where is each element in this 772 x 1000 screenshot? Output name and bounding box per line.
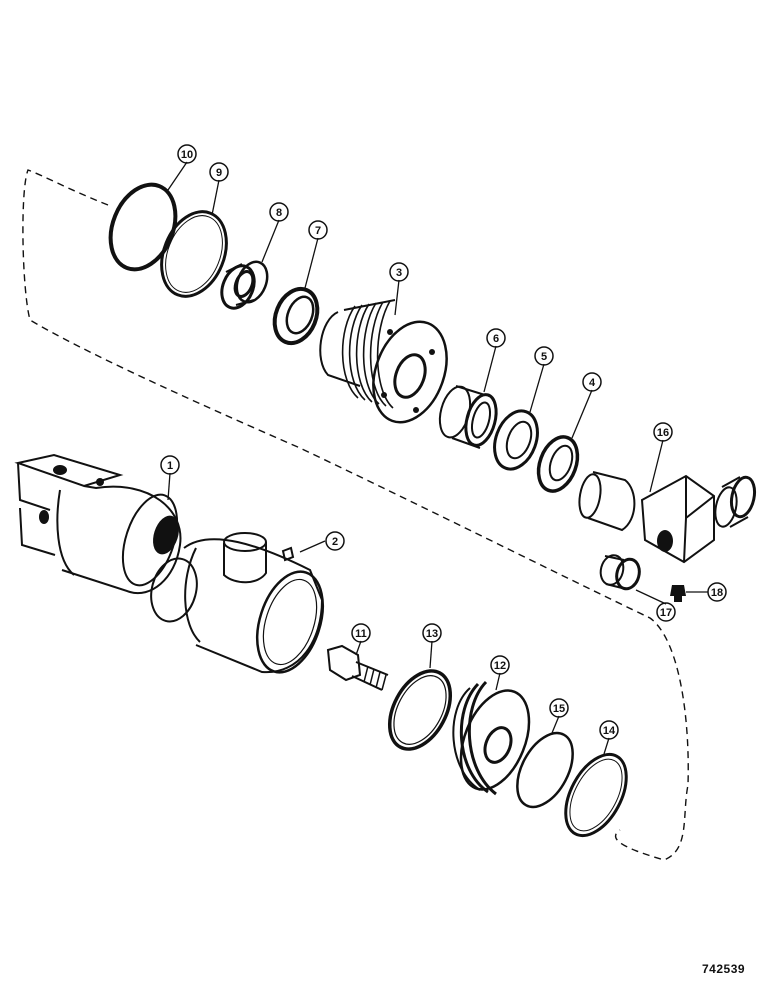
part-8-wiper-seal xyxy=(220,260,269,310)
part-13-ring xyxy=(387,669,453,751)
drawing-number: 742539 xyxy=(702,962,746,976)
part-3-gland xyxy=(319,299,448,424)
svg-text:8: 8 xyxy=(276,207,282,219)
part-16-bushing xyxy=(714,475,757,528)
part-17-bushing xyxy=(599,554,641,591)
callout-1: 1 xyxy=(160,455,180,475)
part-18-grease-fitting xyxy=(670,585,686,602)
callout-6: 6 xyxy=(486,328,506,348)
svg-text:11: 11 xyxy=(355,628,367,640)
callout-9: 9 xyxy=(209,162,229,182)
callout-8: 8 xyxy=(269,202,289,222)
part-6-bushing xyxy=(438,385,498,449)
part-15-o-ring xyxy=(516,731,574,809)
svg-text:18: 18 xyxy=(711,587,723,599)
svg-text:12: 12 xyxy=(494,660,506,672)
part-16-rod-eye xyxy=(578,471,715,564)
svg-text:5: 5 xyxy=(541,351,547,363)
callout-18: 18 xyxy=(707,582,727,602)
callout-10: 10 xyxy=(177,144,197,164)
assembly-boundary xyxy=(22,169,689,861)
svg-text:17: 17 xyxy=(660,607,672,619)
part-12-piston xyxy=(452,680,531,796)
callout-14: 14 xyxy=(599,720,619,740)
svg-text:2: 2 xyxy=(332,536,338,548)
svg-text:10: 10 xyxy=(181,149,193,161)
callout-15: 15 xyxy=(549,698,569,718)
part-5-seal xyxy=(493,409,539,471)
callout-2: 2 xyxy=(325,531,345,551)
callout-3: 3 xyxy=(389,262,409,282)
part-1-cylinder-tube xyxy=(14,453,182,595)
callout-leaders xyxy=(167,161,708,755)
part-7-rod-seal xyxy=(272,286,320,346)
callout-16: 16 xyxy=(653,422,673,442)
svg-text:6: 6 xyxy=(493,333,499,345)
callout-11: 11 xyxy=(351,623,371,643)
callout-5: 5 xyxy=(534,346,554,366)
part-2-barrel xyxy=(150,532,324,674)
svg-text:1: 1 xyxy=(167,460,173,472)
svg-text:4: 4 xyxy=(589,377,596,389)
callout-7: 7 xyxy=(308,220,328,240)
part-11-bolt xyxy=(326,644,389,691)
part-14-backup-ring xyxy=(564,752,628,838)
svg-text:3: 3 xyxy=(396,267,402,279)
part-10-o-ring xyxy=(108,182,178,272)
part-9-backup-ring xyxy=(160,210,228,298)
svg-text:9: 9 xyxy=(216,167,222,179)
svg-text:14: 14 xyxy=(603,725,616,737)
callout-17: 17 xyxy=(656,602,676,622)
svg-text:16: 16 xyxy=(657,427,669,439)
callout-12: 12 xyxy=(490,655,510,675)
callout-13: 13 xyxy=(422,623,442,643)
callout-4: 4 xyxy=(582,372,602,392)
svg-text:7: 7 xyxy=(315,225,321,237)
svg-text:15: 15 xyxy=(553,703,565,715)
part-4-seal xyxy=(536,435,580,493)
svg-text:13: 13 xyxy=(426,628,438,640)
